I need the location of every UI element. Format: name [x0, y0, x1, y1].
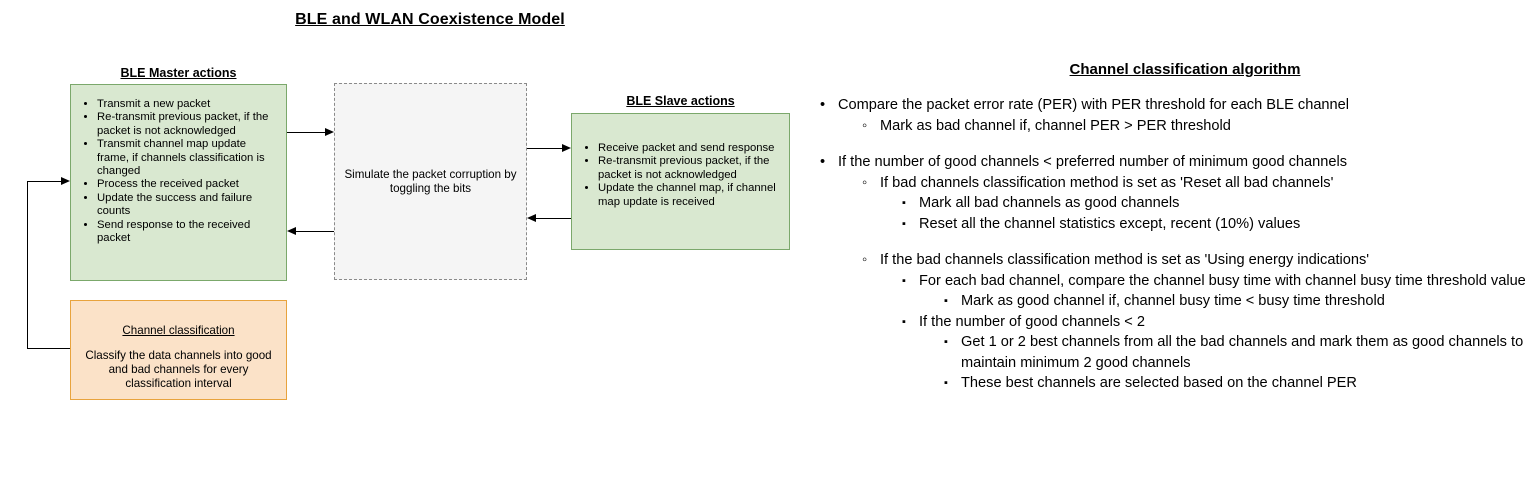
- connector-feedback-vertical-line: [27, 181, 28, 349]
- master-action-item: Transmit a new packet: [97, 98, 278, 111]
- algorithm-list-item: ▪ Mark all bad channels as good channels: [902, 193, 1531, 214]
- master-action-item: Re-transmit previous packet, if the pack…: [97, 111, 278, 138]
- algorithm-item-text: If the number of good channels < 2: [919, 313, 1145, 330]
- algorithm-list-item: ▪ These best channels are selected based …: [944, 373, 1531, 394]
- bullet-marker-icon: ▪: [944, 295, 948, 307]
- algorithm-list-item: • Compare the packet error rate (PER) wit…: [820, 95, 1531, 116]
- algorithm-list-spacer: [820, 234, 1531, 250]
- master-action-item: Update the success and failure counts: [97, 192, 278, 219]
- master-action-item: Process the received packet: [97, 178, 278, 191]
- bullet-marker-icon: ▪: [902, 315, 906, 328]
- algorithm-item-text: Mark all bad channels as good channels: [919, 195, 1180, 211]
- connector-feedback-bottom-line: [27, 348, 70, 349]
- bullet-marker-icon: ▪: [902, 274, 906, 287]
- channel-classification-title: Channel classification: [122, 324, 235, 337]
- algorithm-item-text: If the number of good channels < preferr…: [838, 154, 1348, 170]
- ble-slave-actions-box: Receive packet and send responseRe-trans…: [571, 113, 790, 250]
- slave-actions-list: Receive packet and send responseRe-trans…: [572, 114, 789, 209]
- slave-action-item: Update the channel map, if channel map u…: [598, 182, 781, 209]
- algorithm-list-item: • If the number of good channels < prefer…: [820, 152, 1531, 173]
- bullet-marker-icon: ▪: [902, 197, 906, 209]
- algorithm-list-item: ◦ If bad channels classification method i…: [862, 173, 1531, 194]
- bullet-marker-icon: ◦: [862, 252, 868, 268]
- slave-action-item: Receive packet and send response: [598, 142, 781, 155]
- algorithm-list-item: ▪ Get 1 or 2 best channels from all the b…: [944, 332, 1531, 373]
- algorithm-list-item: ▪ If the number of good channels < 2: [902, 312, 1531, 333]
- algorithm-item-text: Compare the packet error rate (PER) with…: [838, 97, 1350, 113]
- slave-action-item: Re-transmit previous packet, if the pack…: [598, 155, 781, 182]
- bullet-marker-icon: ◦: [862, 117, 868, 134]
- algorithm-item-text: If the bad channels classification metho…: [880, 252, 1370, 268]
- slave-box-caption: BLE Slave actions: [626, 94, 735, 108]
- bullet-marker-icon: ▪: [902, 217, 906, 230]
- bullet-marker-icon: ▪: [944, 336, 948, 348]
- channel-classification-text: Classify the data channels into good and…: [85, 349, 272, 390]
- master-action-item: Transmit channel map update frame, if ch…: [97, 138, 278, 178]
- connector-feedback-top-line: [27, 181, 61, 182]
- algorithm-list-item: ◦ Mark as bad channel if, channel PER > P…: [862, 116, 1531, 137]
- connector-slave-to-sim-line: [536, 218, 571, 219]
- algorithm-list-item: ◦ If the bad channels classification meth…: [862, 250, 1531, 271]
- algorithm-item-text: Get 1 or 2 best channels from all the ba…: [961, 334, 1524, 371]
- master-actions-list: Transmit a new packetRe-transmit previou…: [71, 85, 286, 245]
- connector-sim-to-slave-line: [527, 148, 562, 149]
- algorithm-item-text: For each bad channel, compare the channe…: [919, 272, 1526, 289]
- bullet-marker-icon: ▪: [944, 377, 948, 389]
- connector-sim-to-master-line: [296, 231, 334, 232]
- connector-master-to-sim-arrow-icon: [325, 127, 334, 136]
- connector-sim-to-master-arrow-icon: [287, 226, 296, 235]
- algorithm-list-spacer: [820, 136, 1531, 152]
- bullet-marker-icon: ◦: [862, 174, 868, 191]
- algorithm-item-text: If bad channels classification method is…: [880, 174, 1334, 191]
- connector-sim-to-slave-arrow-icon: [562, 143, 571, 152]
- page-title: BLE and WLAN Coexistence Model: [295, 11, 565, 28]
- channel-classification-box: Channel classification Classify the data…: [70, 300, 287, 400]
- bullet-marker-icon: •: [820, 97, 826, 113]
- algorithm-title: Channel classification algorithm: [1069, 61, 1301, 78]
- connector-slave-to-sim-arrow-icon: [527, 213, 536, 222]
- bullet-marker-icon: •: [820, 154, 826, 170]
- connector-feedback-arrow-icon: [61, 176, 70, 185]
- algorithm-item-text: Reset all the channel statistics except,…: [919, 215, 1301, 232]
- algorithm-list: • Compare the packet error rate (PER) wit…: [820, 95, 1531, 394]
- algorithm-item-text: Mark as bad channel if, channel PER > PE…: [880, 117, 1231, 134]
- algorithm-list-item: ▪ For each bad channel, compare the chann…: [902, 271, 1531, 292]
- connector-master-to-sim-line: [287, 132, 325, 133]
- algorithm-item-text: Mark as good channel if, channel busy ti…: [961, 293, 1385, 309]
- ble-master-actions-box: Transmit a new packetRe-transmit previou…: [70, 84, 287, 281]
- algorithm-item-text: These best channels are selected based o…: [961, 375, 1357, 391]
- packet-corruption-simulation-box: Simulate the packet corruption by toggli…: [334, 83, 527, 280]
- master-action-item: Send response to the received packet: [97, 219, 278, 246]
- simulation-text: Simulate the packet corruption by toggli…: [344, 167, 517, 195]
- algorithm-list-item: ▪ Mark as good channel if, channel busy t…: [944, 291, 1531, 312]
- algorithm-list-item: ▪ Reset all the channel statistics except…: [902, 214, 1531, 235]
- master-box-caption: BLE Master actions: [120, 66, 237, 80]
